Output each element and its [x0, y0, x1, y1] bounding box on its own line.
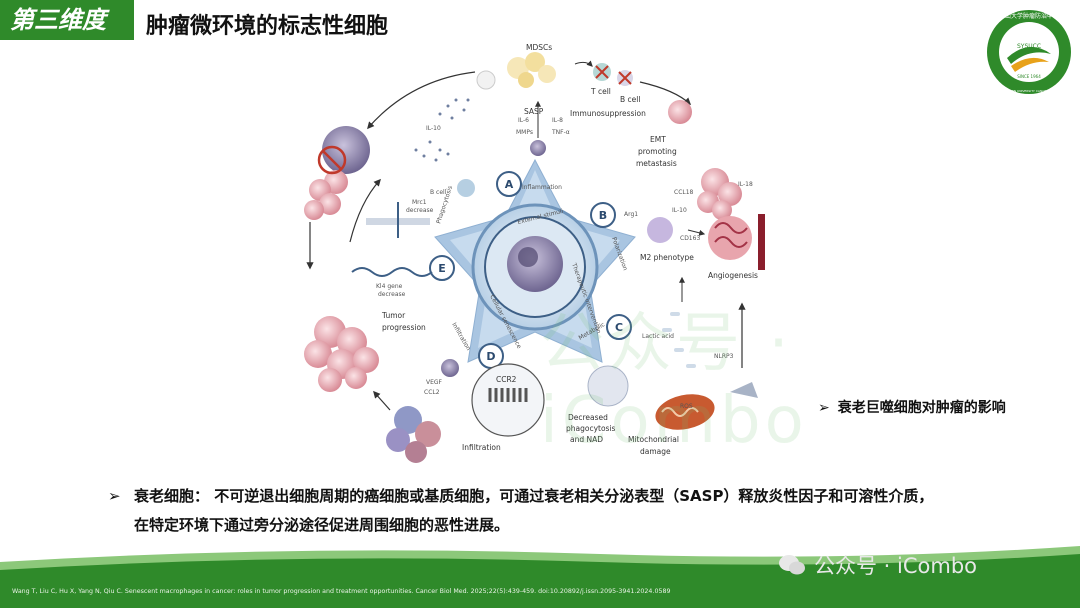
label-lactic-acid: Lactic acid	[642, 333, 674, 340]
label-b-cell-left: B cell	[430, 189, 447, 196]
marker-a: A	[496, 171, 522, 197]
bullet-arrow-icon: ➢	[818, 400, 830, 416]
label-emt-2: promoting	[638, 147, 677, 156]
marker-b: B	[590, 202, 616, 228]
label-mdscs: MDSCs	[526, 43, 552, 52]
infiltrating-macrophage-icon	[441, 359, 459, 377]
ccr2-receptor	[471, 363, 545, 437]
svg-text:D: D	[486, 350, 495, 363]
label-emt-3: metastasis	[636, 159, 677, 168]
label-b-cell-top: B cell	[620, 95, 640, 104]
label-immunosuppression: Immunosuppression	[570, 109, 646, 118]
label-infiltration-arm: Infiltration	[450, 322, 472, 353]
label-cd163: CD163	[680, 235, 700, 242]
nlrp3-icon	[730, 382, 758, 398]
label-mito: Mitochondrial	[628, 435, 679, 444]
logo-since: SINCE 1964	[1017, 74, 1041, 79]
label-arg1: Arg1	[624, 211, 638, 218]
section-badge: 第三维度	[0, 0, 134, 40]
m2-macrophage-icon	[647, 217, 673, 243]
label-mito-2: damage	[640, 447, 671, 456]
phagocytic-macrophage	[304, 126, 370, 220]
label-mrc1-2: decrease	[406, 207, 434, 214]
center-star	[434, 158, 636, 363]
mrc1-receptor	[366, 202, 430, 238]
label-tnf: TNF-α	[551, 129, 570, 136]
mdsc-cluster	[507, 52, 556, 88]
senescent-macrophage-diagram: External stimuli Therapeutic interventio…	[290, 42, 804, 467]
label-decreased-2: phagocytosis	[566, 424, 616, 433]
footer-band	[0, 546, 1080, 608]
dna-icon	[351, 267, 433, 277]
citation: Wang T, Liu C, Hu X, Yang N, Qiu C. Sene…	[12, 588, 671, 595]
label-ccl2: CCL2	[424, 389, 440, 396]
infiltrated-tumor	[386, 406, 441, 463]
blocked-icon	[317, 145, 347, 175]
label-kl4-2: decrease	[378, 291, 406, 298]
marker-c: C	[606, 314, 632, 340]
label-ros: ROS	[680, 403, 693, 410]
svg-text:A: A	[505, 178, 514, 191]
emt-tumor-cells	[668, 100, 742, 220]
logo-abbr: SYSUCC	[1017, 43, 1041, 50]
label-emt: EMT	[650, 135, 666, 144]
side-bullet-text: 衰老巨噬细胞对肿瘤的影响	[837, 400, 1006, 416]
angiogenesis-vessel	[708, 214, 765, 270]
il10-particles	[414, 98, 470, 162]
label-il6: IL-6	[518, 117, 529, 124]
definition-arrow-icon: ➢	[108, 487, 121, 505]
svg-text:C: C	[615, 321, 623, 334]
marker-d: D	[478, 343, 504, 369]
watermark: 公众号 · iCombo	[540, 307, 808, 458]
label-tumor-progression: Tumor	[381, 311, 406, 320]
label-sasp: SASP	[524, 107, 544, 116]
label-decreased: Decreased	[568, 413, 608, 422]
label-il18: IL-18	[738, 181, 753, 188]
label-mrc1: Mrc1	[412, 199, 427, 206]
tumor-progression-cluster	[304, 316, 379, 392]
decreased-phagocytosis-cell	[587, 365, 629, 407]
marker-e: E	[429, 255, 455, 281]
definition-line-1: 衰老细胞： 不可逆退出细胞周期的癌细胞或基质细胞，可通过衰老相关分泌表型（SAS…	[134, 487, 934, 505]
svg-text:E: E	[438, 262, 446, 275]
page-title: 肿瘤微环境的标志性细胞	[146, 14, 389, 39]
label-kl4: Kl4 gene	[376, 283, 403, 290]
svg-text:B: B	[599, 209, 607, 222]
label-ccr2: CCR2	[496, 375, 517, 384]
label-m2: M2 phenotype	[640, 253, 694, 262]
lactic-particles	[662, 312, 696, 368]
label-il10-top: IL-10	[426, 125, 441, 132]
side-bullet: ➢ 衰老巨噬细胞对肿瘤的影响	[818, 397, 1006, 417]
sasp-macrophage-icon	[530, 140, 546, 156]
wechat-icon	[779, 555, 805, 575]
label-tumor-progression-2: progression	[382, 323, 426, 332]
wechat-text: 公众号 · iCombo	[814, 554, 978, 578]
label-vegf: VEGF	[426, 379, 443, 386]
wechat-watermark: 公众号 · iCombo	[778, 550, 977, 580]
definition-line-2: 在特定环境下通过旁分泌途径促进周围细胞的恶性进展。	[134, 516, 510, 534]
b-cell-left-icon	[457, 179, 475, 197]
label-ccl18: CCL18	[674, 189, 694, 196]
label-t-cell: T cell	[590, 87, 611, 96]
label-infiltration-bottom: Infiltration	[462, 443, 501, 452]
label-il8: IL-8	[552, 117, 563, 124]
label-angiogenesis: Angiogenesis	[708, 271, 758, 280]
neutrophil-icon	[476, 70, 496, 90]
label-il10-b: IL-10	[672, 207, 687, 214]
logo-text-top: 中山大学肿瘤防治中心	[999, 12, 1059, 20]
label-decreased-3: and NAD	[570, 435, 603, 444]
label-nlrp3: NLRP3	[714, 353, 734, 360]
sysucc-logo: SYSUCC SINCE 1964 中山大学肿瘤防治中心 SUN YAT-SEN…	[985, 8, 1073, 96]
logo-text-side: SUN YAT-SEN UNIVERSITY CANCER CENTER	[997, 89, 1062, 93]
label-inflammation: Inflammation	[522, 184, 562, 191]
label-mmps: MMPs	[516, 129, 533, 136]
definition-text: ➢ 衰老细胞： 不可逆退出细胞周期的癌细胞或基质细胞，可通过衰老相关分泌表型（SA…	[108, 482, 988, 540]
mitochondrion-icon	[655, 394, 715, 430]
